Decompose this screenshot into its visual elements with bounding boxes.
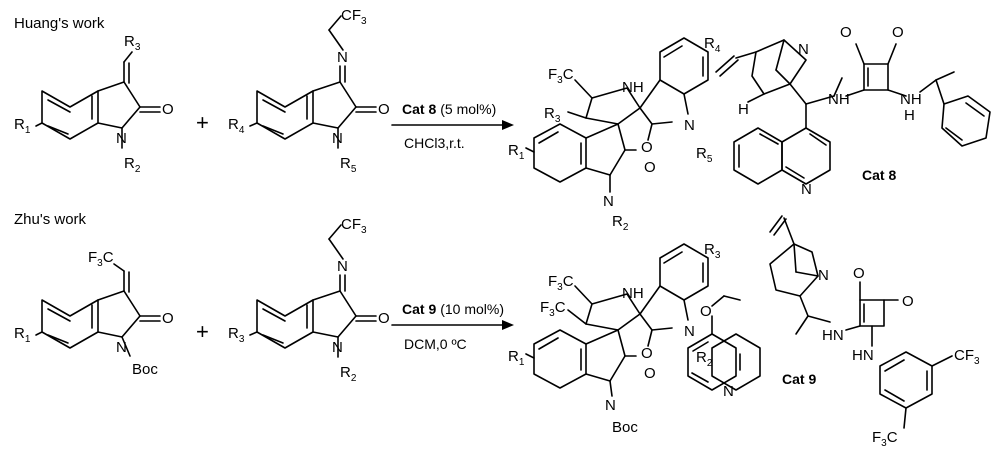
svg-text:N: N xyxy=(723,383,734,400)
svg-text:R2: R2 xyxy=(696,349,713,369)
svg-text:N: N xyxy=(684,323,695,340)
svg-text:F3C: F3C xyxy=(88,249,114,269)
svg-text:F3C: F3C xyxy=(872,429,898,449)
svg-text:Cat 9(10 mol%): Cat 9(10 mol%) xyxy=(402,301,504,317)
svg-text:N: N xyxy=(798,41,809,58)
svg-text:H: H xyxy=(738,101,749,118)
svg-text:NH: NH xyxy=(622,79,644,96)
svg-text:N: N xyxy=(337,49,348,66)
svg-text:CHCl3,r.t.: CHCl3,r.t. xyxy=(404,135,465,151)
svg-text:O: O xyxy=(700,303,712,320)
svg-text:R2: R2 xyxy=(124,155,141,175)
svg-text:N: N xyxy=(684,117,695,134)
svg-text:R5: R5 xyxy=(696,145,713,165)
svg-text:H: H xyxy=(904,107,915,124)
svg-text:Boc: Boc xyxy=(612,419,638,436)
catalyst-8-structure: O O N NH NH H H N Cat 8 xyxy=(715,24,991,198)
catalyst-8-label: Cat 8 xyxy=(862,167,896,183)
svg-text:N: N xyxy=(603,193,614,210)
svg-text:R3: R3 xyxy=(544,105,561,125)
svg-text:O: O xyxy=(378,310,390,327)
svg-text:CF3: CF3 xyxy=(954,347,980,367)
svg-text:O: O xyxy=(840,24,852,41)
svg-text:O: O xyxy=(162,101,174,118)
svg-text:R1: R1 xyxy=(508,142,525,162)
zhu-reaction-arrow: Cat 9(10 mol%) DCM,0 ºC xyxy=(391,301,514,352)
svg-text:CF3: CF3 xyxy=(341,216,367,236)
zhu-substrate-alkylidene-oxindole: F3C O N Boc R1 xyxy=(14,249,174,378)
svg-text:N: N xyxy=(116,339,127,356)
svg-text:NH: NH xyxy=(622,285,644,302)
svg-text:O: O xyxy=(378,101,390,118)
svg-text:N: N xyxy=(801,181,812,198)
svg-text:O: O xyxy=(644,159,656,176)
svg-text:HN: HN xyxy=(852,347,874,364)
svg-text:O: O xyxy=(853,265,865,282)
svg-text:R4: R4 xyxy=(704,35,721,55)
svg-text:F3C: F3C xyxy=(548,273,574,293)
svg-text:R3: R3 xyxy=(228,325,245,345)
svg-text:Cat 8(5 mol%): Cat 8(5 mol%) xyxy=(402,101,496,117)
svg-text:N: N xyxy=(605,397,616,414)
zhu-substrate-ketimine: N CF3 O N R2 R3 xyxy=(228,216,390,384)
svg-text:N: N xyxy=(337,258,348,275)
svg-text:O: O xyxy=(644,365,656,382)
huang-reaction-arrow: Cat 8(5 mol%) CHCl3,r.t. xyxy=(391,101,514,151)
huang-product: F3C NH R3 R4 N R5 O O N R2 R1 xyxy=(508,35,721,233)
svg-text:R1: R1 xyxy=(508,348,525,368)
svg-text:O: O xyxy=(641,345,653,362)
huang-substrate-ketimine: N CF3 O N R5 R4 xyxy=(228,7,390,175)
svg-text:O: O xyxy=(162,310,174,327)
svg-text:Boc: Boc xyxy=(132,361,158,378)
svg-text:NH: NH xyxy=(900,91,922,108)
zhu-product: F3C F3C NH R3 N R2 O O N Boc R1 xyxy=(508,241,721,436)
svg-text:N: N xyxy=(818,267,829,284)
svg-text:F3C: F3C xyxy=(548,66,574,86)
huang-heading: Huang's work xyxy=(14,15,105,32)
svg-text:O: O xyxy=(641,139,653,156)
svg-text:R5: R5 xyxy=(340,155,357,175)
catalyst-9-label: Cat 9 xyxy=(782,371,816,387)
zhu-plus-sign: + xyxy=(196,319,209,344)
svg-text:N: N xyxy=(332,339,343,356)
svg-text:F3C: F3C xyxy=(540,299,566,319)
svg-text:R2: R2 xyxy=(612,213,629,233)
zhu-heading: Zhu's work xyxy=(14,211,87,228)
svg-text:O: O xyxy=(892,24,904,41)
huang-substrate-alkylidene-oxindole: R3 O N R2 R1 xyxy=(14,33,174,175)
svg-text:CF3: CF3 xyxy=(341,7,367,27)
svg-text:R1: R1 xyxy=(14,325,31,345)
svg-text:R2: R2 xyxy=(340,364,357,384)
svg-text:HN: HN xyxy=(822,327,844,344)
svg-text:R3: R3 xyxy=(704,241,721,261)
svg-text:N: N xyxy=(116,130,127,147)
huang-plus-sign: + xyxy=(196,110,209,135)
catalyst-9-structure: O O O N HN HN N CF3 F3C Cat 9 xyxy=(687,215,980,449)
svg-text:R3: R3 xyxy=(124,33,141,53)
svg-text:DCM,0 ºC: DCM,0 ºC xyxy=(404,336,467,352)
svg-text:R4: R4 xyxy=(228,116,245,136)
svg-text:N: N xyxy=(332,130,343,147)
svg-text:O: O xyxy=(902,293,914,310)
svg-text:NH: NH xyxy=(828,91,850,108)
svg-text:R1: R1 xyxy=(14,116,31,136)
